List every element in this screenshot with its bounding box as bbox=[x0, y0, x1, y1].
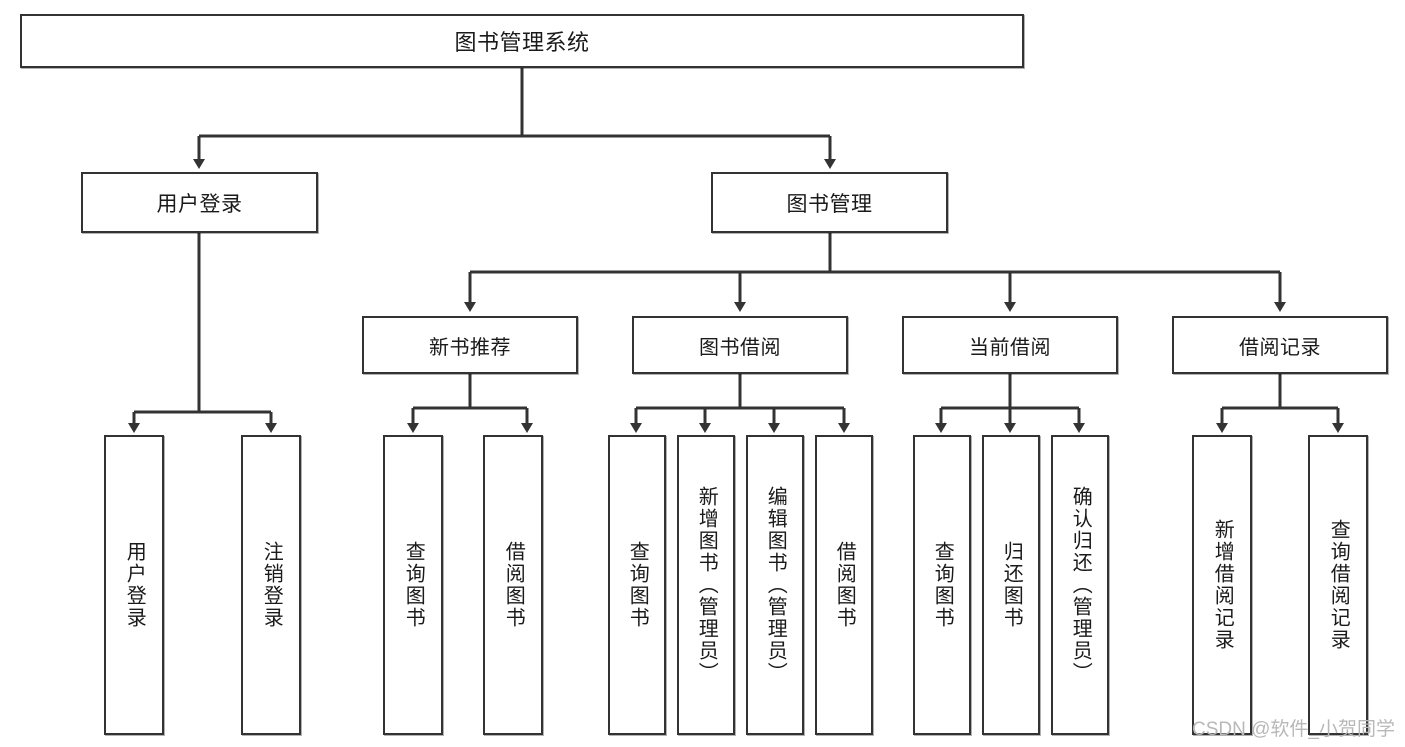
node-label: 新书推荐 bbox=[429, 336, 511, 359]
node-label: 用户登录 bbox=[156, 192, 243, 216]
leaf-inner: 用户登录 bbox=[106, 437, 162, 733]
leaf-current-borrow-query-book[interactable]: 查询图书 bbox=[913, 435, 971, 735]
node-label: 借阅图书 bbox=[502, 541, 525, 629]
leaf-inner: 借阅图书 bbox=[817, 437, 871, 733]
node-label: 图书借阅 bbox=[699, 336, 781, 359]
leaf-inner: 借阅图书 bbox=[485, 437, 541, 733]
leaf-inner: 确认归还（管理员） bbox=[1053, 437, 1107, 733]
leaf-inner: 查询图书 bbox=[915, 437, 969, 733]
node-label: 借阅记录 bbox=[1239, 336, 1321, 359]
leaf-book-borrow-query-book[interactable]: 查询图书 bbox=[608, 435, 666, 735]
leaf-inner: 注销登录 bbox=[243, 437, 299, 733]
node-label: 查询图书 bbox=[626, 541, 649, 629]
leaf-user-login-login[interactable]: 用户登录 bbox=[104, 435, 164, 735]
node-label: 归还图书 bbox=[1000, 541, 1023, 629]
leaf-inner: 查询图书 bbox=[610, 437, 664, 733]
leaf-book-borrow-edit-book-admin[interactable]: 编辑图书（管理员） bbox=[746, 435, 804, 735]
node-user-login[interactable]: 用户登录 bbox=[81, 172, 318, 233]
node-label: 借阅图书 bbox=[833, 541, 856, 629]
node-label: 查询图书 bbox=[402, 541, 425, 629]
leaf-inner: 查询借阅记录 bbox=[1310, 437, 1366, 733]
leaf-borrow-record-query-record[interactable]: 查询借阅记录 bbox=[1308, 435, 1368, 735]
leaf-new-book-query-book[interactable]: 查询图书 bbox=[383, 435, 443, 735]
leaf-user-login-logout[interactable]: 注销登录 bbox=[241, 435, 301, 735]
leaf-borrow-record-add-record[interactable]: 新增借阅记录 bbox=[1192, 435, 1252, 735]
leaf-inner: 新增图书（管理员） bbox=[679, 437, 733, 733]
node-label: 确认归还（管理员） bbox=[1069, 486, 1092, 684]
leaf-book-borrow-add-book-admin[interactable]: 新增图书（管理员） bbox=[677, 435, 735, 735]
leaf-new-book-borrow-book[interactable]: 借阅图书 bbox=[483, 435, 543, 735]
leaf-inner: 查询图书 bbox=[385, 437, 441, 733]
leaf-current-borrow-return-book[interactable]: 归还图书 bbox=[982, 435, 1040, 735]
node-book-borrow[interactable]: 图书借阅 bbox=[632, 316, 848, 374]
node-label: 编辑图书（管理员） bbox=[764, 486, 787, 684]
node-label: 新增图书（管理员） bbox=[695, 486, 718, 684]
node-label: 新增借阅记录 bbox=[1211, 519, 1234, 651]
leaf-inner: 归还图书 bbox=[984, 437, 1038, 733]
node-book-management[interactable]: 图书管理 bbox=[711, 172, 948, 233]
leaf-inner: 编辑图书（管理员） bbox=[748, 437, 802, 733]
node-borrow-record[interactable]: 借阅记录 bbox=[1172, 316, 1388, 374]
node-label: 查询借阅记录 bbox=[1327, 519, 1350, 651]
node-label: 查询图书 bbox=[931, 541, 954, 629]
node-label: 注销登录 bbox=[260, 541, 283, 629]
node-new-book-recommend[interactable]: 新书推荐 bbox=[362, 316, 578, 374]
leaf-current-borrow-confirm-return-admin[interactable]: 确认归还（管理员） bbox=[1051, 435, 1109, 735]
node-label: 当前借阅 bbox=[969, 336, 1051, 359]
leaf-inner: 新增借阅记录 bbox=[1194, 437, 1250, 733]
node-current-borrow[interactable]: 当前借阅 bbox=[902, 316, 1118, 374]
node-label: 图书管理 bbox=[786, 192, 873, 216]
node-root-book-management-system[interactable]: 图书管理系统 bbox=[20, 14, 1024, 68]
leaf-book-borrow-borrow-book[interactable]: 借阅图书 bbox=[815, 435, 873, 735]
node-label: 用户登录 bbox=[123, 541, 146, 629]
node-label: 图书管理系统 bbox=[454, 30, 590, 55]
